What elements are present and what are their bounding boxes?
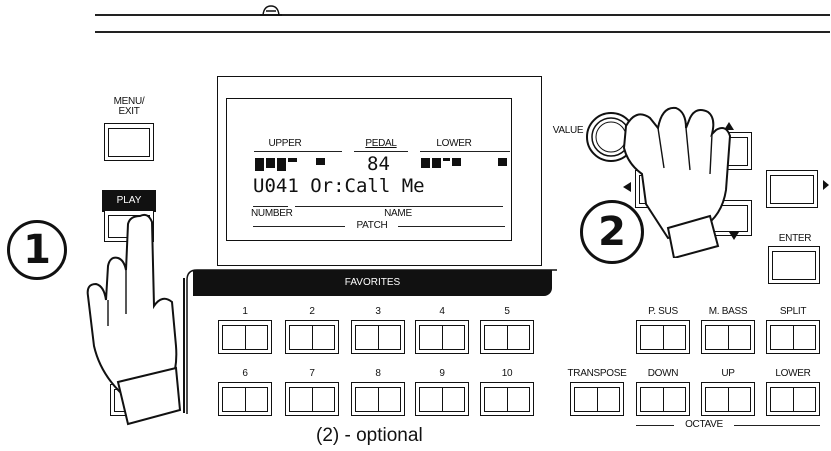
lcd-name-line	[295, 206, 503, 208]
favorite-label-4: 4	[439, 306, 445, 317]
lcd-screen	[226, 98, 512, 241]
octave-button-1[interactable]	[570, 382, 624, 416]
favorite-lower-button-2[interactable]	[285, 382, 339, 416]
step-2-number: 2	[598, 209, 626, 255]
left-separator	[183, 278, 185, 413]
favorite-lower-label-5: 10	[501, 368, 513, 379]
octave-label-4: LOWER	[775, 368, 811, 379]
favorites-header-bar	[193, 270, 552, 296]
lcd-name-label: NAME	[384, 208, 412, 219]
favorite-lower-label-1: 6	[242, 368, 248, 379]
octave-button-3[interactable]	[701, 382, 755, 416]
favorites-title: FAVORITES	[344, 277, 401, 288]
lcd-lower-label: LOWER	[436, 138, 472, 149]
favorite-lower-button-3[interactable]	[351, 382, 405, 416]
step-1-marker: 1	[7, 220, 67, 280]
function-label-1: P. SUS	[648, 306, 678, 317]
favorite-lower-label-3: 8	[375, 368, 381, 379]
function-label-3: SPLIT	[779, 306, 807, 317]
cursor-down-arrow-icon	[729, 232, 739, 240]
favorite-button-1[interactable]	[218, 320, 272, 354]
function-label-2: M. BASS	[708, 306, 748, 317]
cursor-up-arrow-icon	[724, 122, 734, 130]
lcd-upper-label: UPPER	[268, 138, 302, 149]
lcd-pedal-value: 84	[367, 153, 390, 175]
octave-label-2: DOWN	[647, 368, 679, 379]
optional-caption: (2) - optional	[316, 425, 423, 446]
lcd-patch-line: U041 Or:Call Me	[253, 175, 425, 197]
favorite-lower-button-4[interactable]	[415, 382, 469, 416]
upper-drawbar-3	[277, 158, 286, 171]
value-label: VALUE	[552, 125, 584, 136]
octave-button-2[interactable]	[636, 382, 690, 416]
favorite-button-3[interactable]	[351, 320, 405, 354]
display-housing	[217, 76, 542, 266]
step-2-marker: 2	[580, 200, 644, 264]
function-button-3[interactable]	[766, 320, 820, 354]
favorite-label-5: 5	[504, 306, 510, 317]
lower-drawbar-4	[452, 158, 461, 166]
menu-exit-button[interactable]	[104, 123, 154, 161]
play-label-bar: PLAY	[102, 190, 156, 212]
function-button-1[interactable]	[636, 320, 690, 354]
favorite-button-5[interactable]	[480, 320, 534, 354]
favorite-lower-label-2: 7	[309, 368, 315, 379]
favorite-label-3: 3	[375, 306, 381, 317]
octave-line-right	[734, 425, 820, 427]
favorite-button-2[interactable]	[285, 320, 339, 354]
menu-exit-label: MENU/ EXIT	[104, 97, 154, 117]
lcd-lower-line	[420, 151, 510, 153]
favorite-label-2: 2	[309, 306, 315, 317]
favorite-label-1: 1	[242, 306, 248, 317]
upper-drawbar-1	[255, 158, 264, 171]
enter-label: ENTER	[778, 233, 812, 244]
favorite-lower-button-1[interactable]	[218, 382, 272, 416]
lcd-number-label: NUMBER	[251, 208, 293, 219]
cursor-right-button[interactable]	[766, 170, 818, 208]
cursor-right-arrow-icon	[823, 180, 829, 190]
panel-top-edge	[95, 14, 830, 16]
lcd-upper-line	[254, 151, 342, 153]
function-button-2[interactable]	[701, 320, 755, 354]
lower-drawbar-3	[443, 158, 450, 161]
upper-drawbar-4	[288, 158, 297, 162]
octave-label-3: UP	[721, 368, 735, 379]
lower-drawbar-1	[421, 158, 430, 168]
menu-label-text: MENU/ EXIT	[113, 96, 145, 117]
step-1-number: 1	[23, 227, 51, 273]
cursor-left-arrow-icon	[623, 182, 631, 192]
upper-drawbar-5	[316, 158, 325, 165]
lcd-pedal-line	[354, 151, 408, 153]
octave-line-left	[636, 425, 674, 427]
lcd-pedal-label: PEDAL	[365, 138, 397, 149]
favorite-lower-button-5[interactable]	[480, 382, 534, 416]
hand-pressing-play-icon	[86, 213, 182, 426]
octave-label-1: TRANSPOSE	[567, 368, 627, 379]
panel-notch-icon	[260, 5, 282, 16]
lcd-number-line	[253, 206, 288, 208]
lcd-patch-line-left	[253, 226, 345, 228]
enter-button[interactable]	[768, 246, 820, 284]
lcd-patch-line-right	[398, 226, 505, 228]
hand-turning-knob-icon	[622, 106, 732, 258]
lower-drawbar-5	[498, 158, 507, 166]
favorite-lower-label-4: 9	[439, 368, 445, 379]
favorite-button-4[interactable]	[415, 320, 469, 354]
octave-label: OCTAVE	[685, 419, 723, 430]
upper-drawbar-2	[266, 158, 275, 168]
play-label: PLAY	[116, 195, 142, 206]
lower-drawbar-2	[432, 158, 441, 168]
octave-button-4[interactable]	[766, 382, 820, 416]
panel-top-edge-lower	[95, 31, 830, 33]
lcd-patch-label: PATCH	[356, 220, 388, 231]
